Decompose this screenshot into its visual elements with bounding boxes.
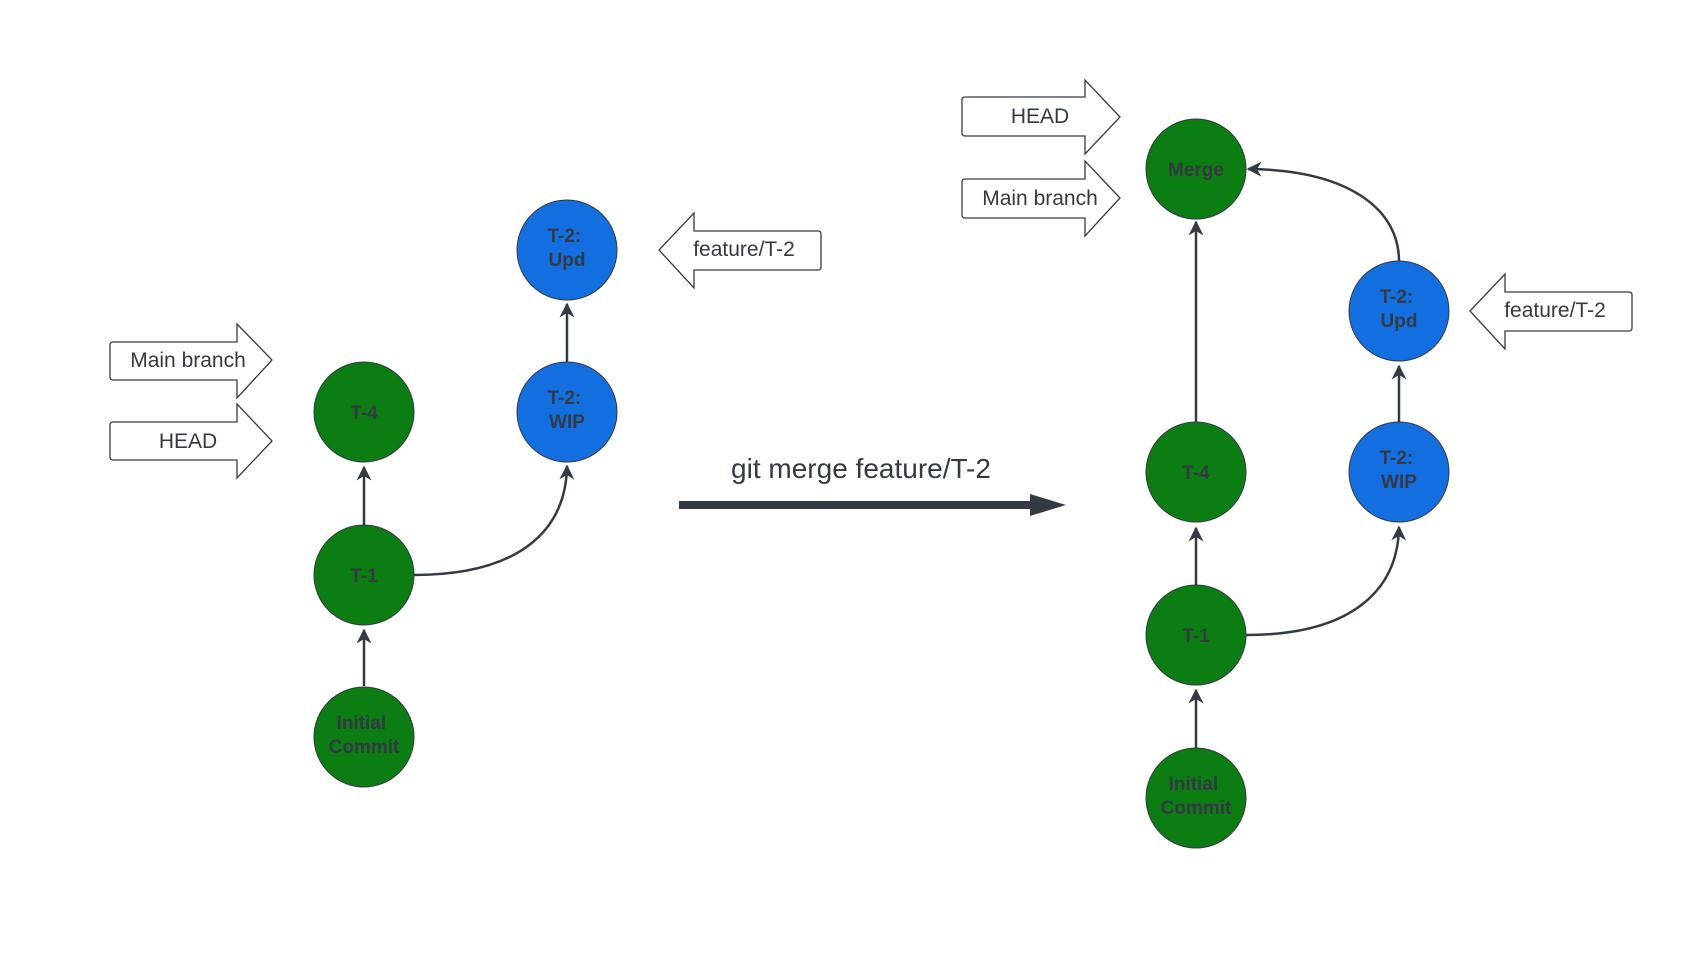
svg-text:T-2: Upd: T-2: Upd	[547, 226, 586, 271]
commit-label-upd-line1: T-2:	[1379, 287, 1413, 308]
commit-node-initial: Initial Commit	[313, 686, 415, 788]
commit-label-initial-line1: Initial	[1169, 774, 1219, 795]
ref-tag-label: HEAD	[159, 430, 217, 453]
ref-tag-label: Main branch	[982, 187, 1098, 210]
ref-tag-label: feature/T-2	[1504, 299, 1606, 322]
commit-node-upd: T-2: Upd	[1348, 260, 1450, 362]
commit-label-wip-line1: T-2:	[1379, 448, 1413, 469]
commit-label-wip-line2: WIP	[549, 412, 585, 433]
commit-label-upd-line2: Upd	[549, 250, 586, 271]
ref-tag-feature: feature/T-2	[1469, 272, 1633, 351]
merge-arrow-head	[1030, 494, 1066, 516]
after-merge-graph: Initial Commit T-1 T-4 T-2: WIP T-2: Upd	[961, 78, 1633, 849]
commit-label-t4: T-4	[350, 403, 378, 424]
commit-label-upd-line1: T-2:	[547, 226, 581, 247]
ref-tag-label: feature/T-2	[693, 238, 795, 261]
svg-text:Initial Commit: Initial Commit	[1161, 774, 1232, 819]
ref-tag-label: HEAD	[1011, 105, 1069, 128]
ref-tag-feature: feature/T-2	[658, 211, 822, 290]
edge-t1-to-wip	[1245, 525, 1407, 637]
commit-label-t4: T-4	[1182, 463, 1210, 484]
commit-label-initial-line1: Initial	[337, 713, 387, 734]
svg-text:Initial Commit: Initial Commit	[329, 713, 400, 758]
commit-label-initial-line2: Commit	[329, 737, 400, 758]
commit-label-t1: T-1	[350, 566, 378, 587]
commit-node-upd: T-2: Upd	[516, 199, 618, 301]
commit-node-wip: T-2: WIP	[1348, 421, 1450, 523]
commit-label-upd-line2: Upd	[1381, 311, 1418, 332]
commit-node-initial: Initial Commit	[1145, 747, 1247, 849]
commit-node-t4: T-4	[313, 361, 415, 463]
ref-tag-head: HEAD	[961, 78, 1121, 156]
commit-label-wip-line2: WIP	[1381, 472, 1417, 493]
svg-text:T-2: WIP: T-2: WIP	[1379, 448, 1418, 493]
commit-node-t4: T-4	[1145, 421, 1247, 523]
edge-upd-to-merge	[1246, 161, 1401, 262]
before-merge-graph: Initial Commit T-1 T-4 T-2: WIP T-2: Upd	[109, 199, 822, 788]
commit-label-t1: T-1	[1182, 626, 1210, 647]
merge-command-caption: git merge feature/T-2	[731, 453, 991, 484]
ref-tag-main-branch: Main branch	[961, 159, 1121, 238]
ref-tag-label: Main branch	[130, 349, 246, 372]
svg-text:T-2: Upd: T-2: Upd	[1379, 287, 1418, 332]
commit-node-t1: T-1	[313, 524, 415, 626]
svg-text:T-2: WIP: T-2: WIP	[547, 388, 586, 433]
commit-node-t1: T-1	[1145, 584, 1247, 686]
edge-t1-to-wip	[413, 464, 575, 577]
commit-label-wip-line1: T-2:	[547, 388, 581, 409]
commit-label-initial-line2: Commit	[1161, 798, 1232, 819]
commit-node-merge: Merge	[1145, 118, 1247, 220]
merge-operation: git merge feature/T-2	[679, 453, 1066, 516]
ref-tag-head: HEAD	[109, 402, 273, 480]
commit-label-merge: Merge	[1168, 160, 1224, 181]
ref-tag-main-branch: Main branch	[109, 322, 273, 400]
commit-node-wip: T-2: WIP	[516, 361, 618, 463]
